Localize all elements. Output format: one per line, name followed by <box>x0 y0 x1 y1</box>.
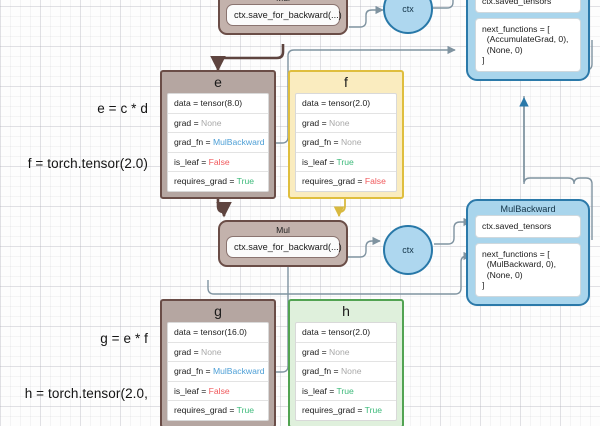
backward-next-functions: next_functions = [ (MulBackward, 0), (No… <box>475 242 581 297</box>
annotation-bottom-line2: h = torch.tensor(2.0, <box>24 386 148 401</box>
tensor-node-e[interactable]: e data = tensor(8.0) grad = None grad_fn… <box>160 70 276 199</box>
annotation-bottom: g = e * f h = torch.tensor(2.0, requires… <box>0 296 148 426</box>
backward-title: MulBackward <box>500 204 556 214</box>
table-row: data = tensor(2.0) <box>296 94 396 114</box>
table-row: grad = None <box>296 343 396 363</box>
tensor-attribute-list: data = tensor(2.0) grad = None grad_fn =… <box>295 93 397 192</box>
ctx-label: ctx <box>402 4 414 14</box>
wire-mulbottom-to-ctxbottom <box>347 236 381 258</box>
table-row: is_leaf = False <box>168 382 268 402</box>
table-row: grad = None <box>168 114 268 134</box>
tensor-node-h[interactable]: h data = tensor(2.0) grad = None grad_fn… <box>288 299 404 426</box>
op-title: Mul <box>226 0 340 4</box>
backward-next-functions: next_functions = [ (AccumulateGrad, 0), … <box>475 17 581 72</box>
wire-multop-to-e <box>210 44 285 72</box>
annotation-top-line2: f = torch.tensor(2.0) <box>27 156 148 171</box>
op-save-for-backward: ctx.save_for_backward(...) <box>226 236 342 258</box>
ctx-label: ctx <box>402 245 414 255</box>
table-row: data = tensor(16.0) <box>168 323 268 343</box>
table-row: requires_grad = True <box>174 405 255 416</box>
backward-node-mulbackward-bottom[interactable]: MulBackward ctx.saved_tensors next_funct… <box>466 199 590 306</box>
op-node-mul-bottom[interactable]: Mul ctx.save_for_backward(...) <box>218 220 348 267</box>
tensor-node-f[interactable]: f data = tensor(2.0) grad = None grad_fn… <box>288 70 404 199</box>
backward-saved-tensors: ctx.saved_tensors <box>475 215 581 238</box>
tensor-name: f <box>344 74 348 90</box>
wire-f-to-mulbottom <box>333 198 346 218</box>
tensor-attribute-list: data = tensor(16.0) grad = None grad_fn … <box>167 322 269 421</box>
table-row: is_leaf = True <box>296 153 396 173</box>
backward-saved-tensors: ctx.saved_tensors <box>475 0 581 13</box>
op-node-mul-top[interactable]: Mul ctx.save_for_backward(...) <box>218 0 348 35</box>
ctx-node-bottom[interactable]: ctx <box>383 225 433 275</box>
table-row: is_leaf = False <box>168 153 268 173</box>
op-title: Mul <box>276 225 290 235</box>
table-row: data = tensor(8.0) <box>168 94 268 114</box>
table-row: grad_fn = MulBackward <box>168 133 268 153</box>
table-row: data = tensor(2.0) <box>296 323 396 343</box>
table-row: grad_fn = None <box>296 362 396 382</box>
table-row: requires_grad = True <box>302 405 383 416</box>
table-row: grad_fn = MulBackward <box>168 362 268 382</box>
tensor-name: e <box>214 74 222 90</box>
annotation-bottom-line1: g = e * f <box>100 331 148 346</box>
tensor-attribute-list: data = tensor(8.0) grad = None grad_fn =… <box>167 93 269 192</box>
ctx-node-top[interactable]: ctx <box>383 0 433 34</box>
op-save-for-backward: ctx.save_for_backward(...) <box>226 4 342 26</box>
table-row: requires_grad = True <box>174 176 255 187</box>
annotation-top: e = c * d f = torch.tensor(2.0) <box>0 66 148 206</box>
table-row: requires_grad = False <box>302 176 386 187</box>
tensor-attribute-list: data = tensor(2.0) grad = None grad_fn =… <box>295 322 397 421</box>
tensor-name: g <box>214 303 222 319</box>
wire-e-to-mulbottom <box>216 198 232 218</box>
wire-ctxtop-to-mbwtop-saved <box>433 0 454 9</box>
backward-node-mulbackward-top[interactable]: MulBackward ctx.saved_tensors next_funct… <box>466 0 590 81</box>
table-row: grad = None <box>296 114 396 134</box>
annotation-top-line1: e = c * d <box>97 101 148 116</box>
table-row: grad = None <box>168 343 268 363</box>
wire-multop-to-ctxtop <box>349 5 384 28</box>
table-row: grad_fn = None <box>296 133 396 153</box>
tensor-node-g[interactable]: g data = tensor(16.0) grad = None grad_f… <box>160 299 276 426</box>
tensor-name: h <box>342 303 350 319</box>
table-row: is_leaf = True <box>296 382 396 402</box>
